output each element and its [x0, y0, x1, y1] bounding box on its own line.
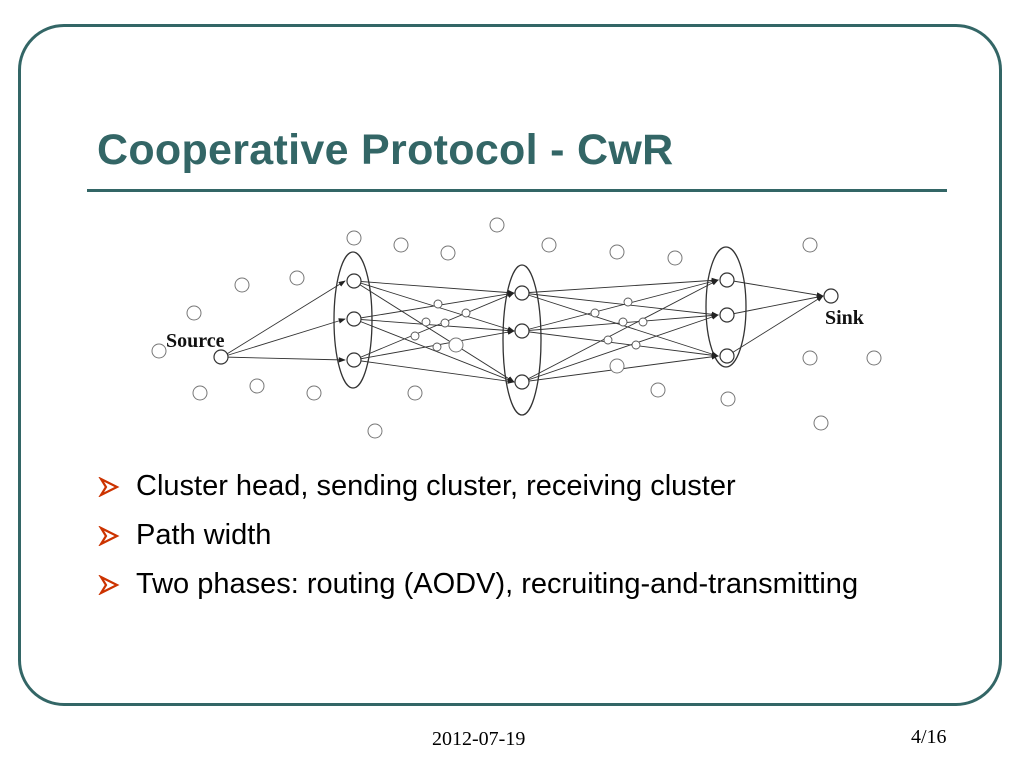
- bullet-text: Two phases: routing (AODV), recruiting-a…: [136, 568, 859, 600]
- relay-cluster-ellipse: [502, 264, 542, 416]
- bullet-text: Path width: [136, 519, 272, 551]
- footer-date: 2012-07-19: [432, 728, 526, 750]
- link-dots: [410, 297, 648, 352]
- bullet-item: Cluster head, sending cluster, receiving…: [98, 466, 898, 507]
- source-node: [213, 349, 229, 365]
- page-number: 4/16: [911, 726, 947, 748]
- arrow-bullet-icon: [98, 477, 120, 497]
- bullet-item: Two phases: routing (AODV), recruiting-a…: [98, 564, 898, 605]
- sink-label: Sink: [825, 307, 865, 329]
- title-underline: [87, 189, 947, 192]
- cluster-nodes: [213, 272, 839, 390]
- cooperative-routing-diagram: Source Sink: [151, 217, 882, 439]
- source-label: Source: [166, 330, 225, 352]
- sink-node: [823, 288, 839, 304]
- slide-frame: [18, 24, 1002, 706]
- bullet-item: Path width: [98, 515, 898, 556]
- bullet-text: Cluster head, sending cluster, receiving…: [136, 470, 736, 502]
- bullet-list: Cluster head, sending cluster, receiving…: [98, 466, 898, 613]
- arrow-bullet-icon: [98, 526, 120, 546]
- arrow-bullet-icon: [98, 575, 120, 595]
- receiving-cluster-ellipse: [705, 246, 747, 368]
- idle-nodes: [151, 217, 882, 439]
- slide-title: Cooperative Protocol - CwR: [97, 126, 674, 174]
